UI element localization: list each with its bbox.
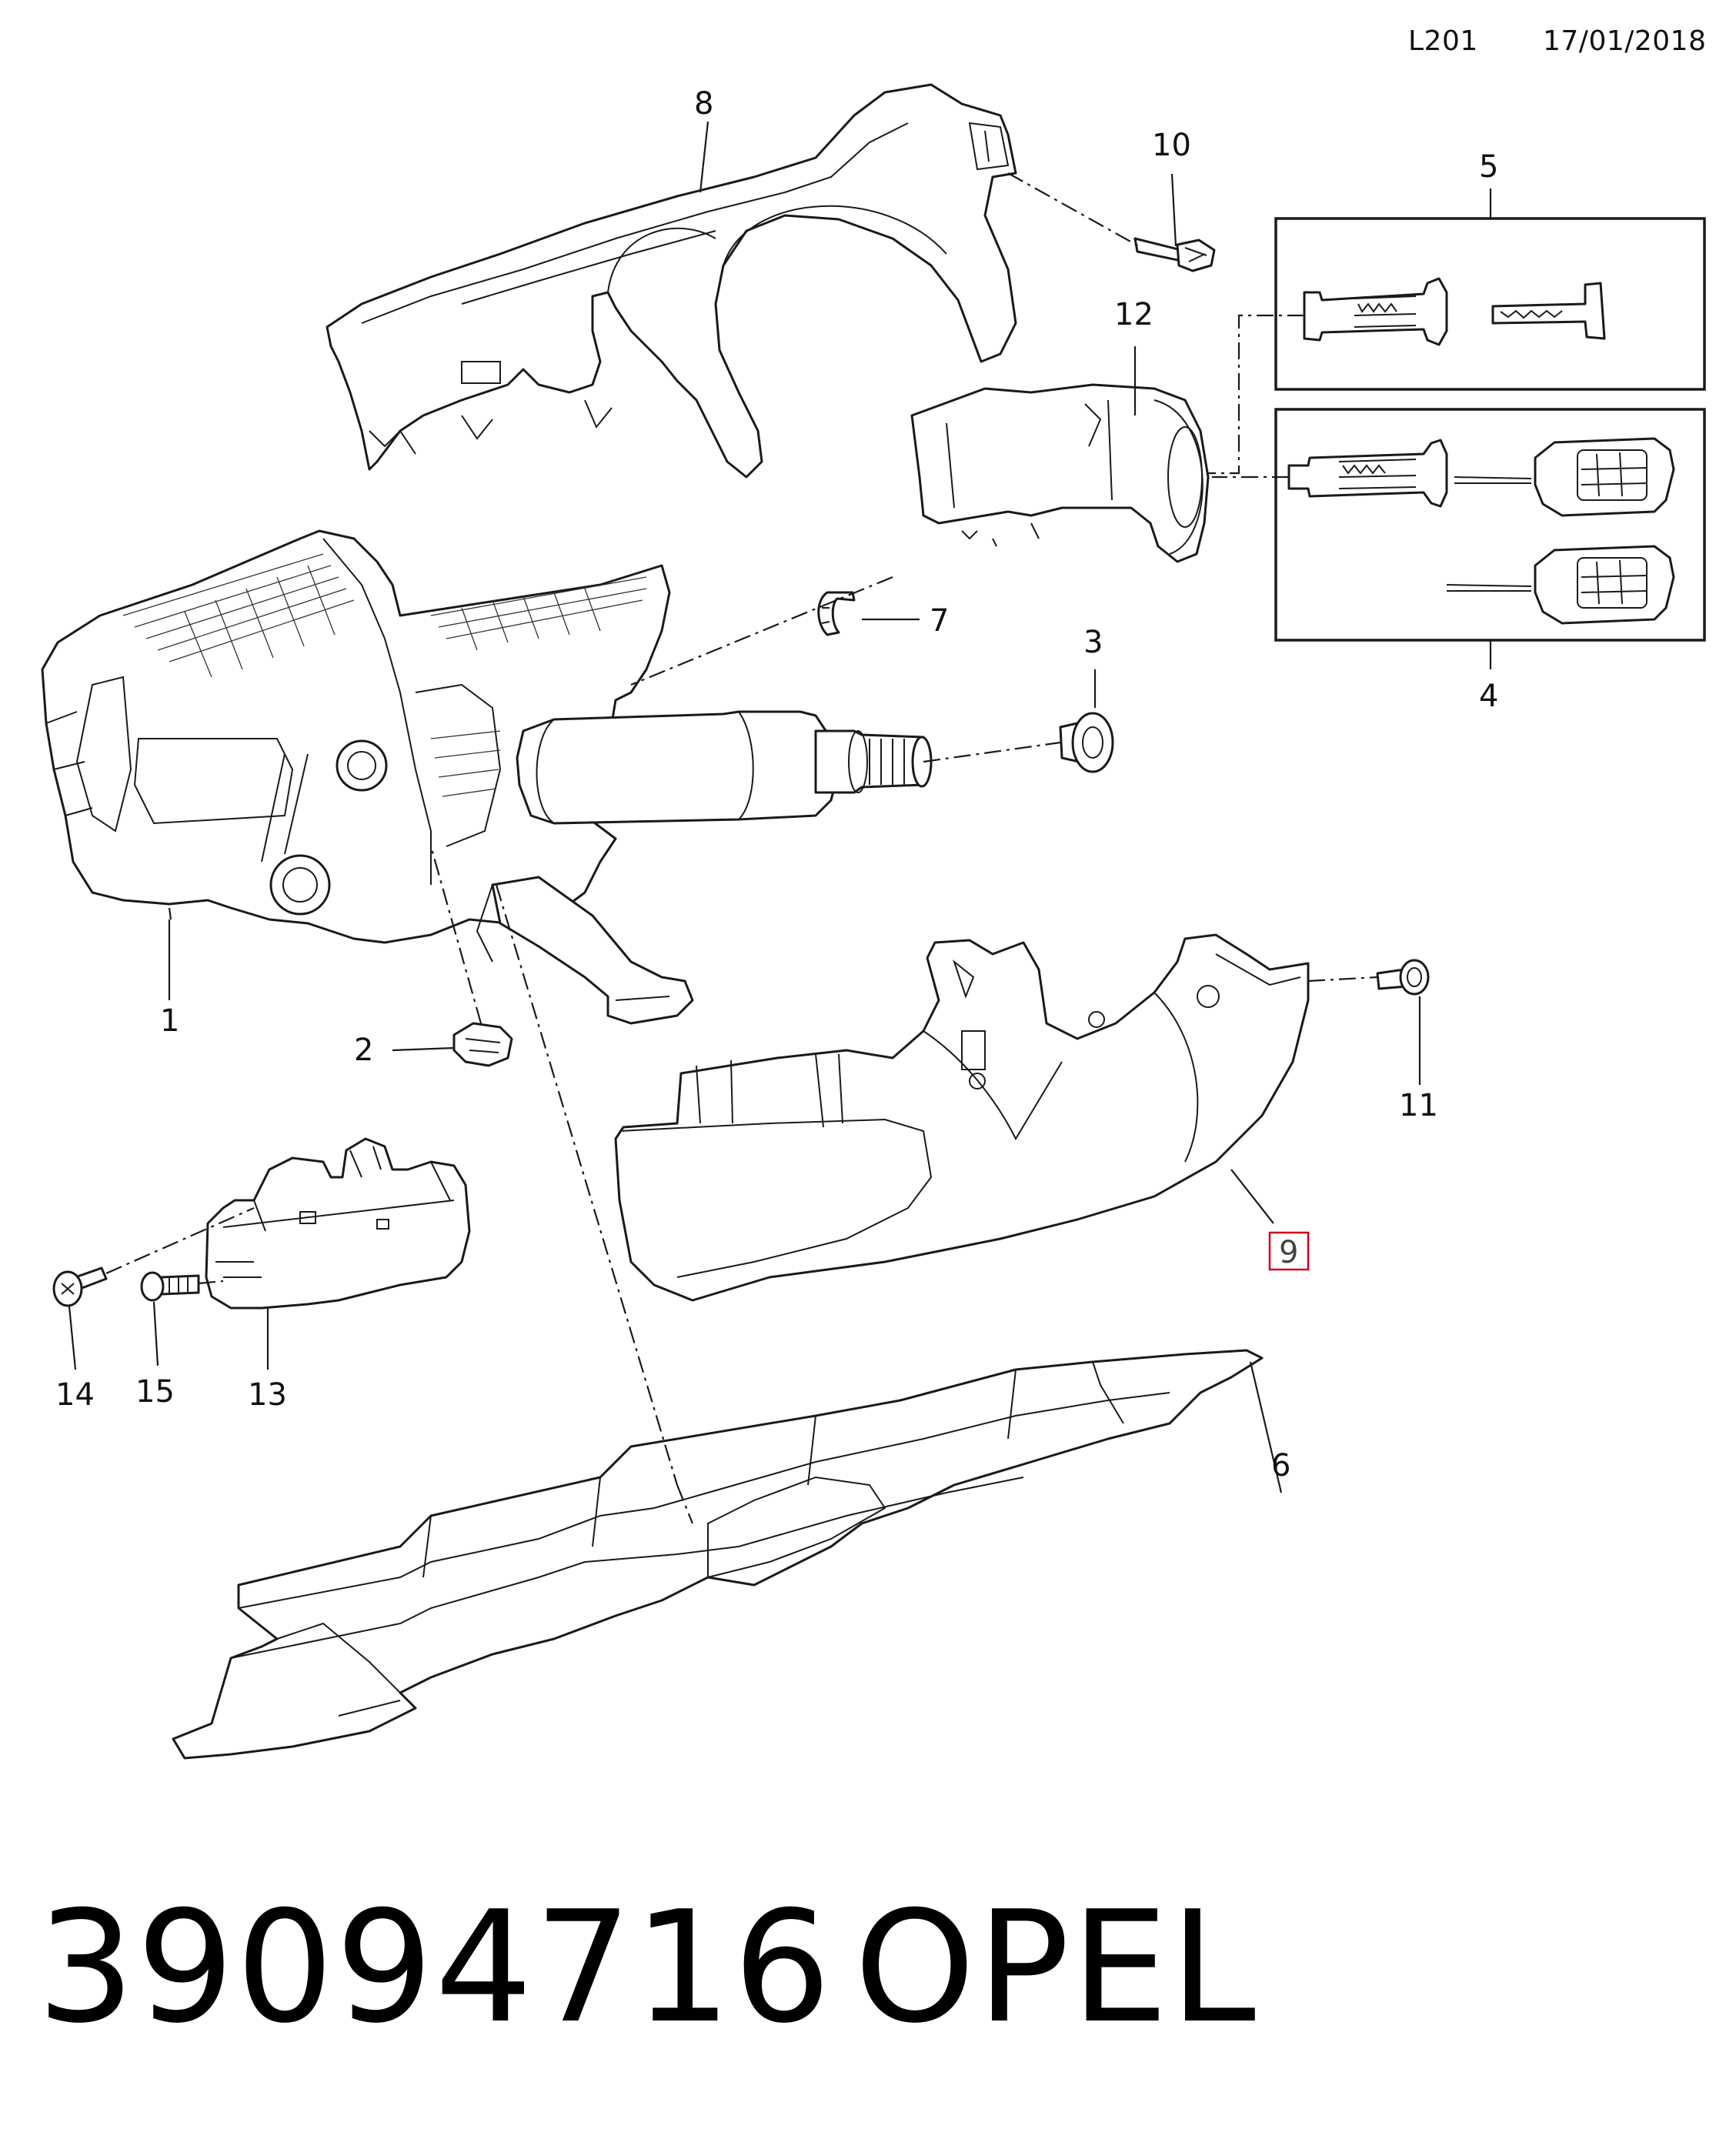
part-15-screw[interactable] [140,1271,200,1302]
part-11-screw[interactable] [1376,959,1430,996]
callout-2: 2 [354,1033,373,1068]
part-2-nut[interactable] [452,1022,513,1067]
callout-12: 12 [1114,297,1153,332]
callout-7: 7 [930,603,949,639]
callout-8: 8 [694,86,713,122]
part-1-steering-column[interactable] [41,529,933,1025]
diagram-date: 17/01/2018 [1543,25,1707,57]
part-number: 39094716 [37,1878,833,2057]
alignment-centerlines [105,172,1378,1524]
callout-10: 10 [1152,128,1191,163]
part-13-control-module[interactable] [205,1137,471,1310]
part-14-bolt[interactable] [52,1266,108,1307]
callout-11: 11 [1399,1088,1438,1123]
part-7-clip[interactable] [817,591,856,636]
callout-3: 3 [1083,625,1103,660]
part-9-lower-column-cover[interactable] [614,933,1310,1302]
part-12-ignition-housing[interactable] [910,383,1210,563]
part-5-lock-cylinder-with-key[interactable] [1303,277,1606,346]
diagram-code: L201 [1408,25,1478,57]
callout-9-highlight [1268,1231,1310,1271]
part-8-upper-column-cover[interactable] [326,83,1017,479]
part-4-lock-cylinder-with-remote-keys[interactable] [1287,437,1675,625]
callout-5: 5 [1479,149,1498,185]
callout-4: 4 [1479,679,1498,714]
part-10-bolt[interactable] [1133,237,1216,272]
callout-13: 13 [248,1377,287,1413]
callout-14: 14 [55,1377,95,1413]
callout-6: 6 [1271,1448,1290,1483]
exploded-view-drawing: 8 10 5 12 7 3 4 1 2 11 9 6 14 15 13 [41,83,1706,1760]
leader-lines [68,121,1492,1493]
callout-15: 15 [135,1374,175,1410]
part-3-bolt[interactable] [1059,712,1114,773]
callout-9: 9 [1279,1235,1298,1270]
callout-labels: 8 10 5 12 7 3 4 1 2 11 9 6 14 15 13 [55,86,1498,1483]
part-6-trim-panel[interactable] [172,1349,1264,1760]
brand-name: OPEL [854,1878,1257,2057]
callout-1: 1 [160,1003,179,1039]
